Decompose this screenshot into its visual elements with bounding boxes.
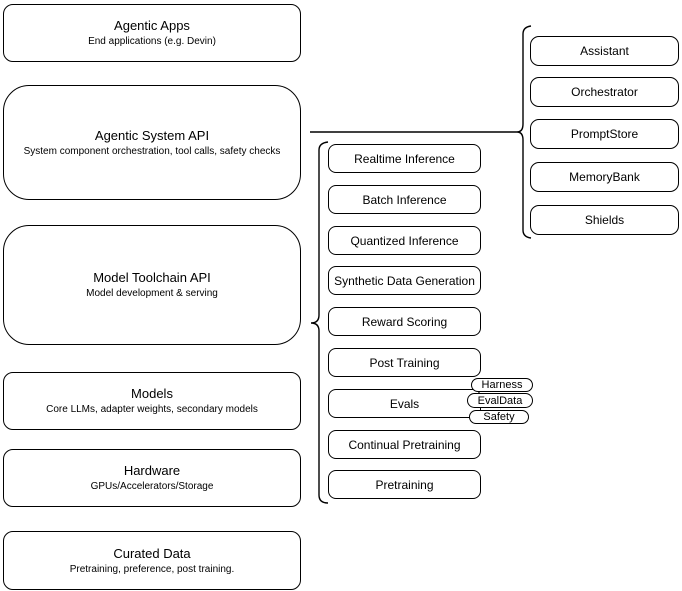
node-subtitle: End applications (e.g. Devin) — [88, 36, 216, 47]
node-title: Model Toolchain API — [93, 270, 211, 285]
node-quantized-inference: Quantized Inference — [328, 226, 481, 255]
node-realtime-inference: Realtime Inference — [328, 144, 481, 173]
node-orchestrator: Orchestrator — [530, 77, 679, 107]
pill-harness: Harness — [471, 378, 533, 392]
node-model-toolchain-api: Model Toolchain API Model development & … — [3, 225, 301, 345]
pill-evaldata: EvalData — [467, 393, 533, 408]
node-agentic-system-api: Agentic System API System component orch… — [3, 85, 301, 200]
system-components-brace — [516, 25, 532, 239]
node-pretraining: Pretraining — [328, 470, 481, 499]
node-continual-pretraining: Continual Pretraining — [328, 430, 481, 459]
node-subtitle: Model development & serving — [86, 288, 218, 299]
node-hardware: Hardware GPUs/Accelerators/Storage — [3, 449, 301, 507]
node-subtitle: GPUs/Accelerators/Storage — [90, 481, 214, 492]
pill-safety: Safety — [469, 410, 529, 424]
node-subtitle: Pretraining, preference, post training. — [69, 563, 235, 575]
node-curated-data: Curated Data Pretraining, preference, po… — [3, 531, 301, 590]
node-title: Agentic Apps — [114, 18, 190, 33]
node-synthetic-data-generation: Synthetic Data Generation — [328, 266, 481, 295]
node-post-training: Post Training — [328, 348, 481, 377]
node-subtitle: Core LLMs, adapter weights, secondary mo… — [46, 404, 258, 415]
node-subtitle: System component orchestration, tool cal… — [23, 145, 281, 157]
node-shields: Shields — [530, 205, 679, 235]
toolchain-components-brace — [310, 141, 329, 504]
node-title: Agentic System API — [94, 127, 210, 143]
node-title: Curated Data — [113, 545, 191, 561]
node-assistant: Assistant — [530, 36, 679, 66]
node-reward-scoring: Reward Scoring — [328, 307, 481, 336]
node-batch-inference: Batch Inference — [328, 185, 481, 214]
node-memorybank: MemoryBank — [530, 162, 679, 192]
node-models: Models Core LLMs, adapter weights, secon… — [3, 372, 301, 430]
node-agentic-apps: Agentic Apps End applications (e.g. Devi… — [3, 4, 301, 62]
node-promptstore: PromptStore — [530, 119, 679, 149]
node-title: Hardware — [123, 463, 181, 478]
node-title: Models — [131, 386, 173, 401]
node-evals: Evals — [328, 389, 481, 418]
